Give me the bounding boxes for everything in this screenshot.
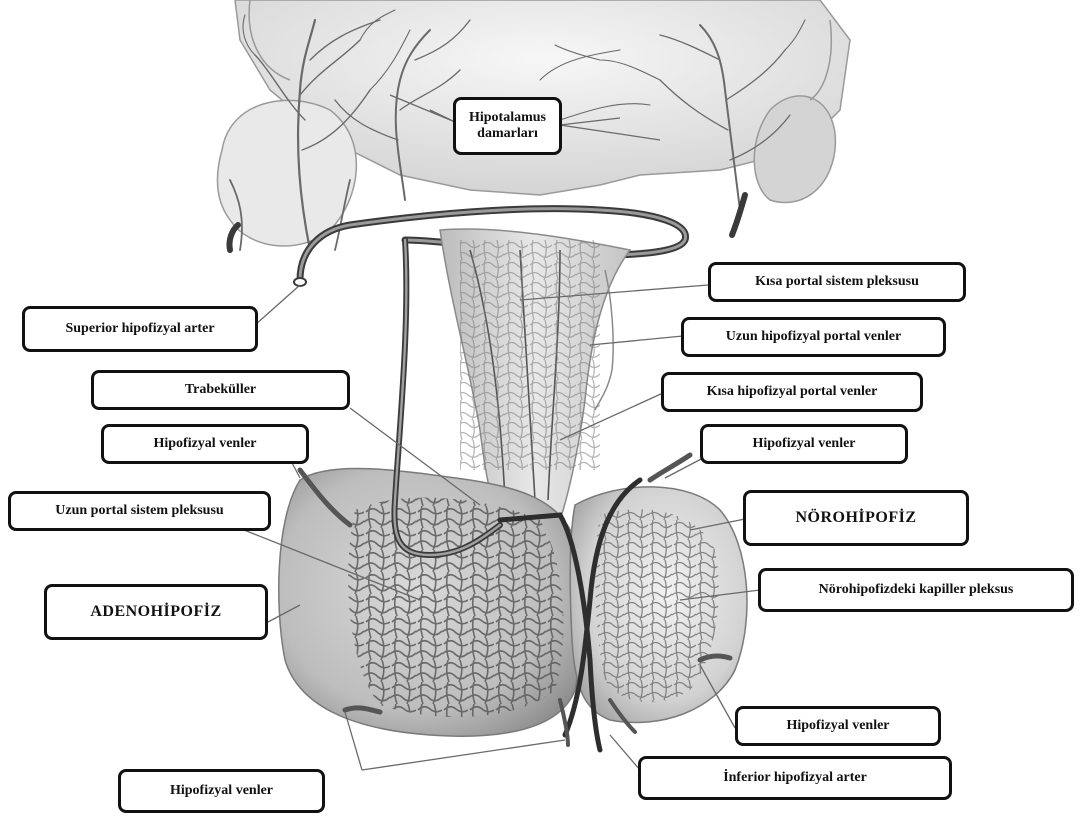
label-hypothalamus-vessels: Hipotalamus damarları [453, 97, 562, 155]
label-hypophyseal-veins-right-top: Hipofizyal venler [700, 424, 908, 464]
label-hypophyseal-veins-bottom: Hipofizyal venler [118, 769, 325, 813]
label-hypophyseal-veins-right-bottom: Hipofizyal venler [735, 706, 941, 746]
label-hypophyseal-veins-left: Hipofizyal venler [101, 424, 309, 464]
label-inferior-hypophyseal-artery: İnferior hipofizyal arter [638, 756, 952, 800]
adenohypophysis-lobe [279, 468, 583, 736]
label-trabeculae: Trabeküller [91, 370, 350, 410]
label-short-portal-plexus: Kısa portal sistem pleksusu [708, 262, 966, 302]
label-hypothalamus-vessels-line1: Hipotalamus [469, 110, 546, 126]
label-superior-hypophyseal-artery: Superior hipofizyal arter [22, 306, 258, 352]
pituitary-stalk [440, 229, 630, 520]
label-neurohypophysis-capillary-plexus: Nörohipofizdeki kapiller pleksus [758, 568, 1074, 612]
label-short-portal-veins: Kısa hipofizyal portal venler [661, 372, 923, 412]
label-adenohypophysis: ADENOHİPOFİZ [44, 584, 268, 640]
neurohypophysis-lobe [570, 487, 747, 723]
label-hypothalamus-vessels-line2: damarları [477, 126, 538, 142]
label-long-portal-plexus: Uzun portal sistem pleksusu [8, 491, 271, 531]
label-neurohypophysis: NÖROHİPOFİZ [743, 490, 969, 546]
label-long-portal-veins: Uzun hipofizyal portal venler [681, 317, 946, 357]
